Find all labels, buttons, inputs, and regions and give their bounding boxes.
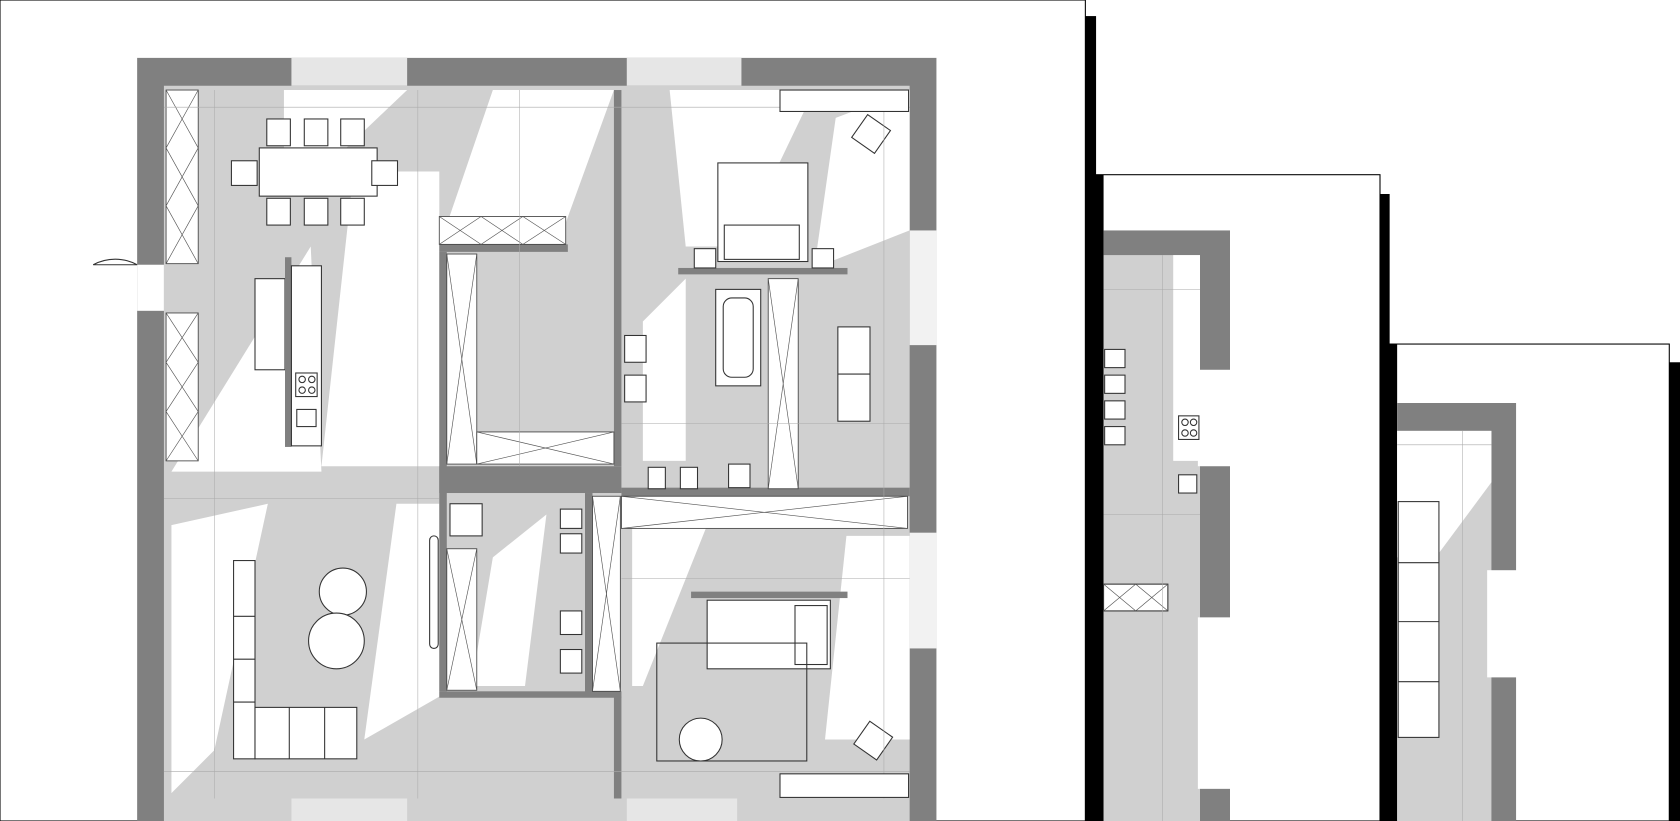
kitchen-island <box>254 257 322 447</box>
bathroom-fixtures <box>449 288 762 674</box>
sheet-3 <box>1389 343 1680 821</box>
sheet-2 <box>1095 174 1390 821</box>
sheet-2-plan-fragment <box>1103 230 1233 821</box>
wardrobe-left <box>165 89 199 462</box>
dining-table <box>230 118 399 226</box>
entry-door <box>92 258 138 266</box>
wardrobe-center <box>438 216 908 692</box>
sheet-3-plan-fragment <box>1397 402 1520 821</box>
main-floor-plan <box>92 57 937 821</box>
bed-top <box>678 113 892 422</box>
living-sofa <box>233 535 439 760</box>
bed-bottom <box>656 591 894 762</box>
